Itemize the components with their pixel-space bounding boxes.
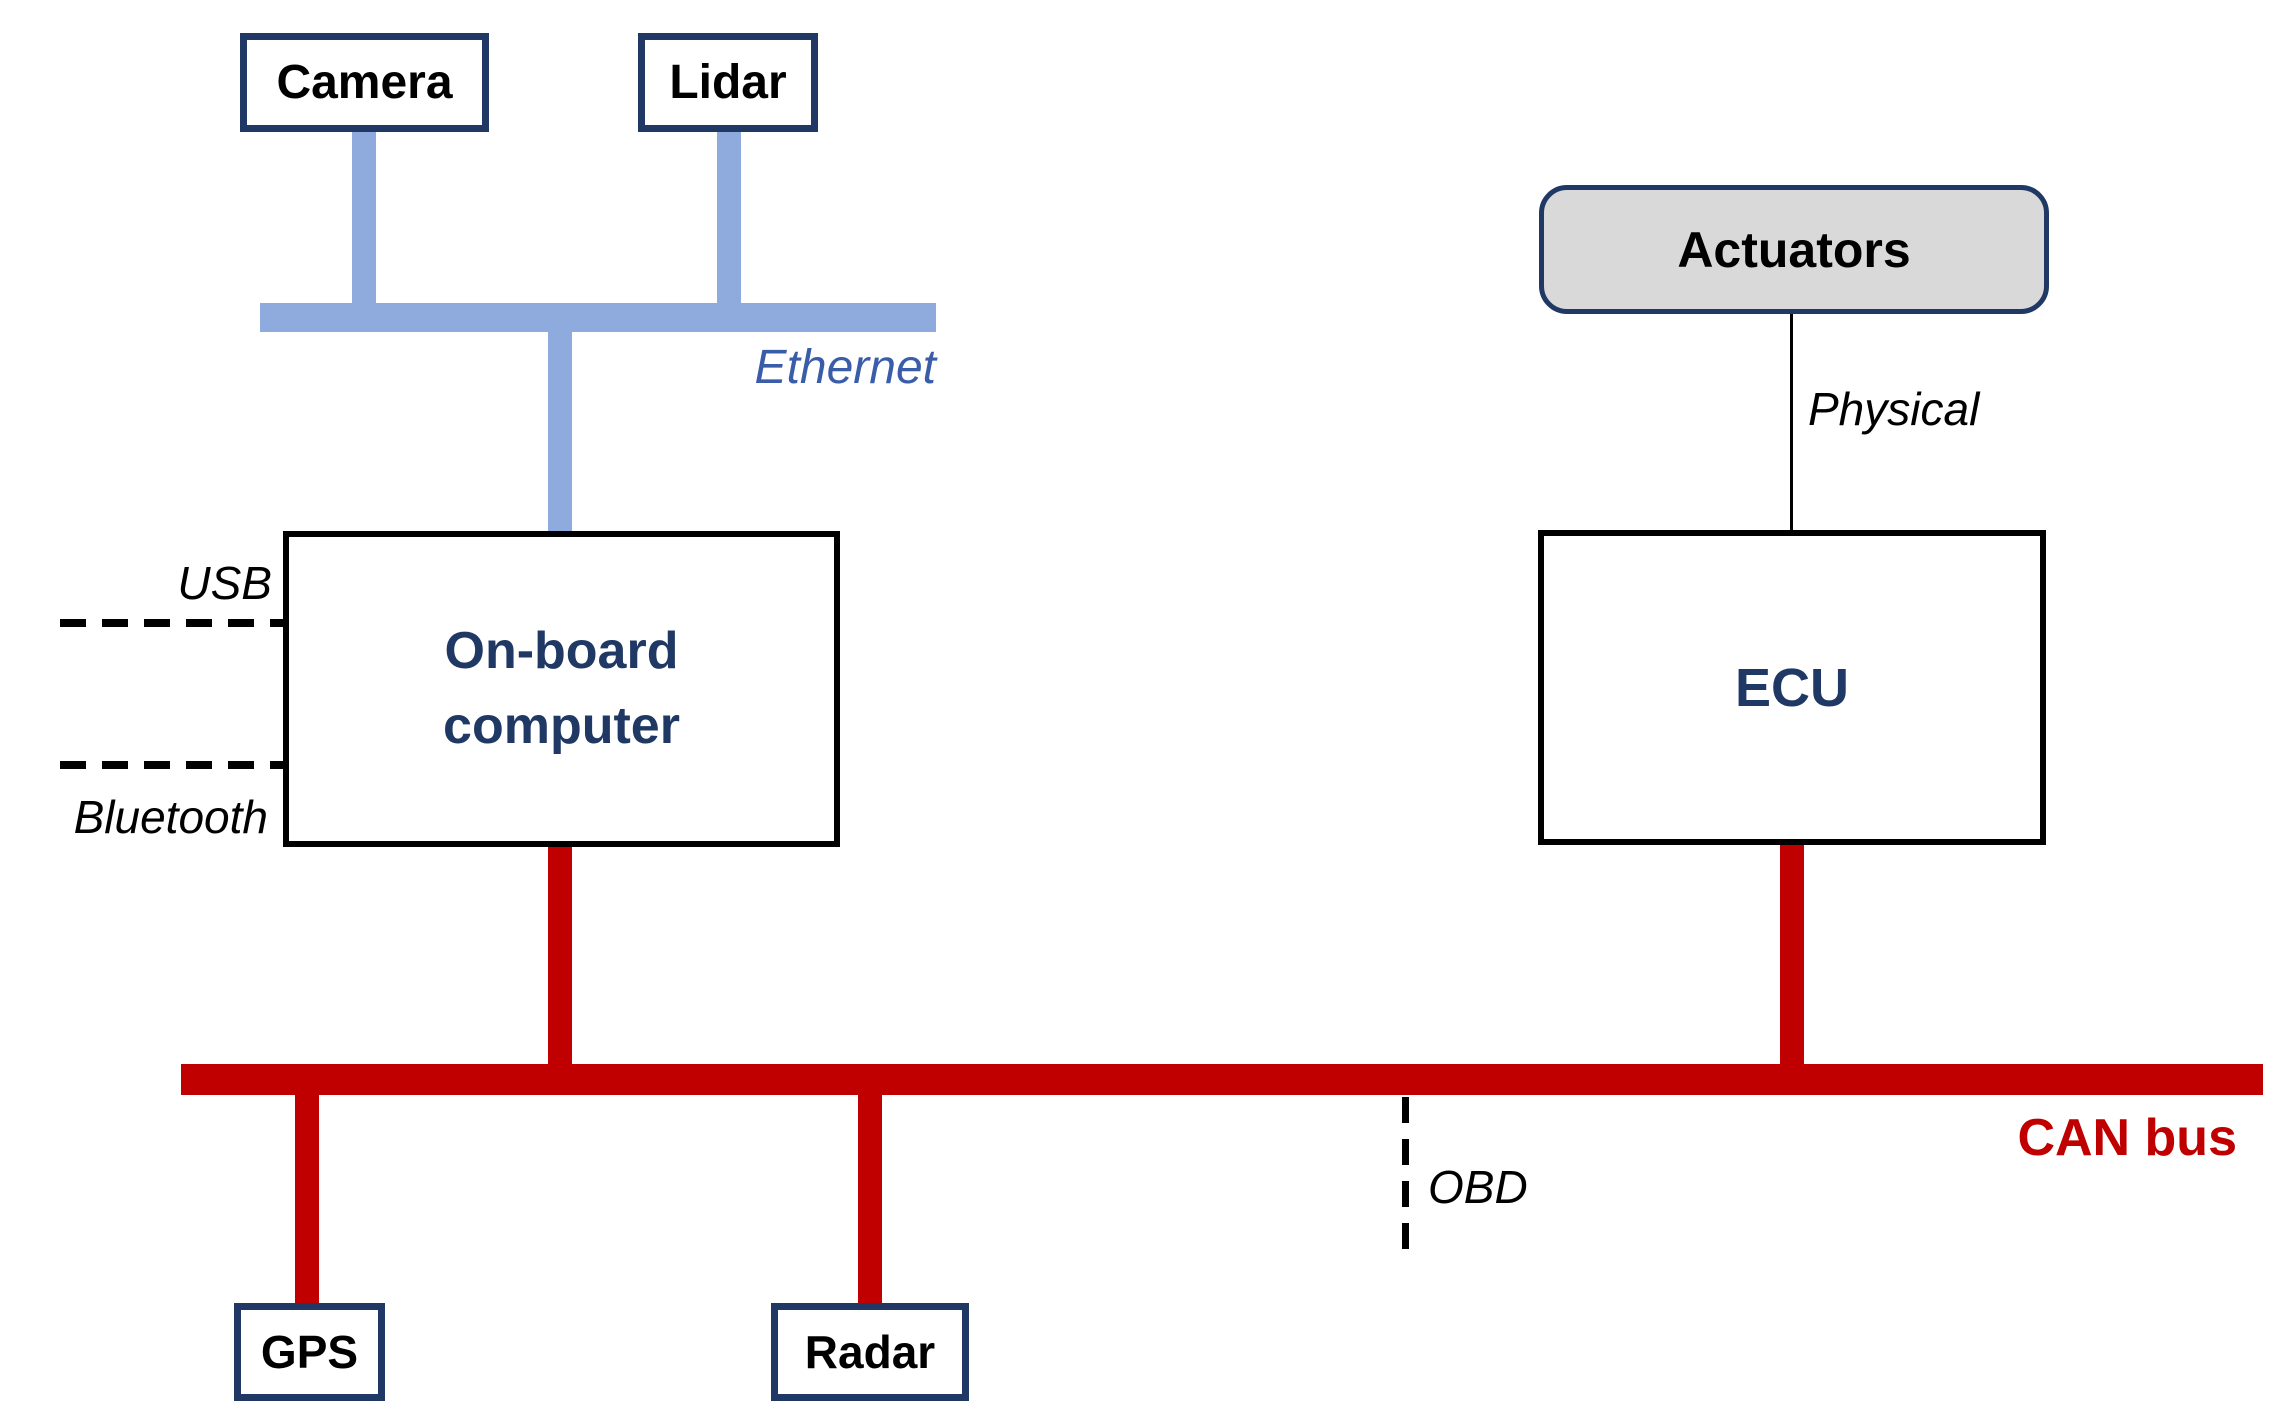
gps-node-label: GPS	[260, 1326, 359, 1378]
ecu-node: ECU	[1538, 530, 2046, 845]
lidar-node: Lidar	[638, 33, 818, 132]
lidar-ethernet-link	[717, 130, 741, 305]
usb-dashed-line	[60, 619, 283, 627]
radar-canbus-link	[858, 1093, 882, 1305]
gps-canbus-link	[295, 1093, 319, 1305]
ethernet-label: Ethernet	[754, 341, 936, 394]
ecu-node-label: ECU	[1734, 657, 1849, 718]
lidar-node-label: Lidar	[669, 56, 787, 109]
ecu-canbus-link	[1780, 843, 1804, 1066]
ethernet-bus-line	[260, 303, 936, 332]
physical-label: Physical	[1808, 383, 1980, 435]
can-bus-line	[181, 1064, 2263, 1095]
actuators-node: Actuators	[1539, 185, 2049, 314]
onboard-computer-node-label: On-board computer	[443, 621, 680, 755]
bluetooth-dashed-line	[60, 761, 283, 769]
bluetooth-label: Bluetooth	[73, 791, 268, 843]
can-bus-label: CAN bus	[2017, 1109, 2237, 1167]
obd-label: OBD	[1428, 1161, 1528, 1213]
computer-canbus-link	[548, 845, 572, 1066]
obd-dashed-line	[1402, 1097, 1409, 1253]
radar-node-label: Radar	[804, 1326, 936, 1378]
camera-ethernet-link	[352, 130, 376, 305]
actuators-node-label: Actuators	[1677, 221, 1911, 278]
radar-node: Radar	[771, 1303, 969, 1401]
onboard-computer-node: On-board computer	[283, 531, 840, 847]
computer-ethernet-link	[548, 330, 572, 533]
camera-node: Camera	[240, 33, 489, 132]
camera-node-label: Camera	[276, 56, 453, 109]
gps-node: GPS	[234, 1303, 385, 1401]
usb-label: USB	[177, 557, 272, 609]
physical-link-line	[1790, 311, 1793, 532]
